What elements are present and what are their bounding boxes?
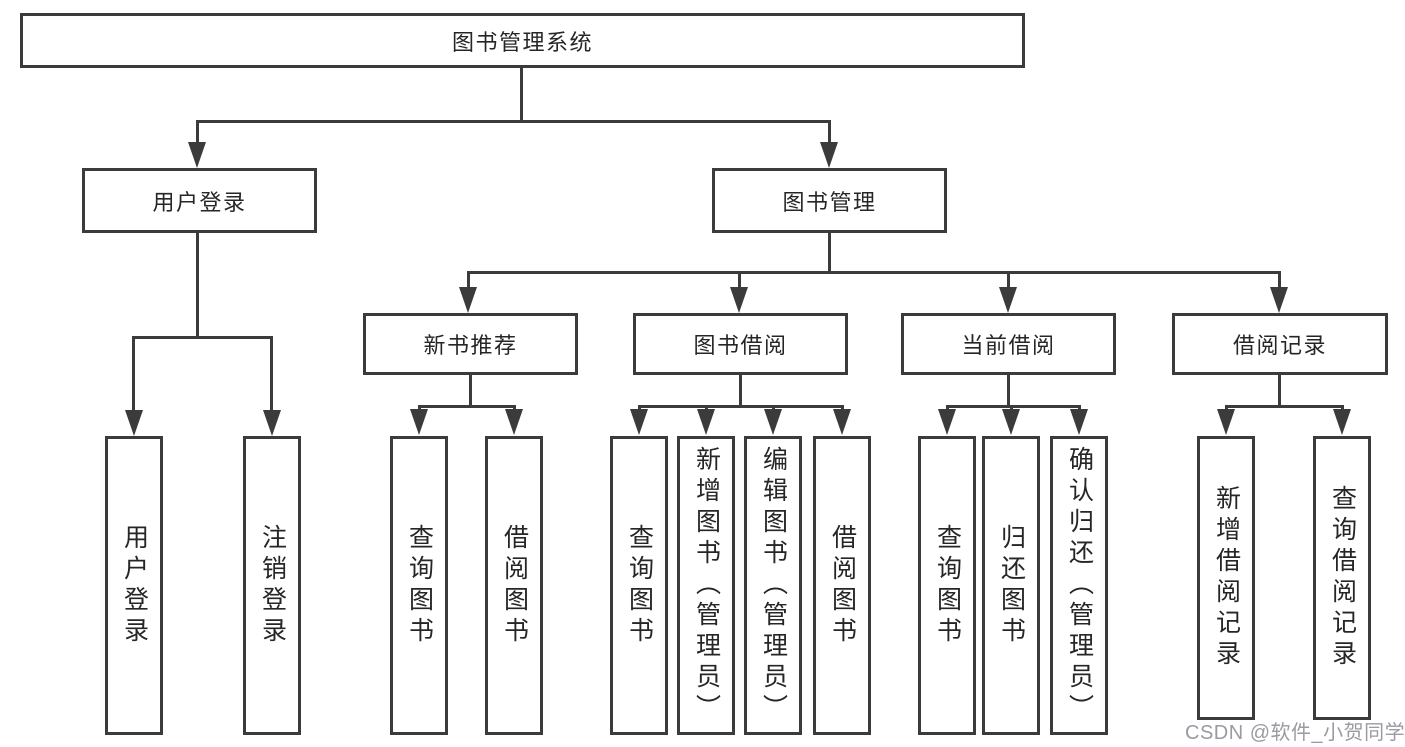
arrow-into-bb-edit: [764, 409, 782, 435]
arrow-into-nb-query: [410, 409, 428, 435]
edge-new-book-recommend-bar: [418, 405, 516, 408]
edge-drop-br-query: [1341, 405, 1344, 412]
node-book-borrowing: 图书借阅: [633, 313, 848, 375]
node-user-login-label: 用户登录: [152, 189, 247, 215]
arrow-into-current-borrowing: [999, 287, 1017, 313]
arrow-into-leaf-logout: [263, 410, 281, 436]
node-leaf-borrow-books-recommend-label: 借阅图书: [500, 523, 529, 648]
node-leaf-edit-book-admin-label: 编辑图书（管理员）: [759, 446, 788, 725]
edge-drop-cb-confirm: [1078, 405, 1081, 412]
edge-drop-bb-query: [638, 405, 641, 412]
node-leaf-query-books-current-label: 查询图书: [933, 523, 962, 648]
node-leaf-query-books-recommend-label: 查询图书: [405, 523, 434, 648]
edge-drop-borrowing-records: [1278, 271, 1281, 289]
arrow-into-borrowing-records: [1270, 287, 1288, 313]
arrow-into-br-add: [1217, 409, 1235, 435]
edge-book-borrowing-stem: [739, 375, 742, 407]
node-leaf-query-books-borrowing: 查询图书: [610, 436, 668, 735]
edge-drop-bb-edit: [772, 405, 775, 412]
arrow-into-book-borrowing: [730, 287, 748, 313]
arrow-into-nb-borrow: [505, 409, 523, 435]
node-leaf-edit-book-admin: 编辑图书（管理员）: [744, 436, 802, 735]
edge-book-management-stem: [828, 233, 831, 271]
edge-book-management-bar: [467, 271, 1281, 274]
node-current-borrowing: 当前借阅: [901, 313, 1116, 375]
node-leaf-return-book: 归还图书: [982, 436, 1040, 735]
edge-borrowing-records-bar: [1225, 405, 1344, 408]
edge-borrowing-records-stem: [1278, 375, 1281, 407]
node-leaf-confirm-return-admin: 确认归还（管理员）: [1050, 436, 1108, 735]
arrow-into-cb-confirm: [1070, 409, 1088, 435]
edge-drop-book-borrowing: [738, 271, 741, 289]
node-leaf-add-book-admin-label: 新增图书（管理员）: [692, 446, 721, 725]
node-leaf-add-book-admin: 新增图书（管理员）: [677, 436, 735, 735]
edge-root-stem: [520, 68, 523, 120]
node-leaf-query-borrow-record: 查询借阅记录: [1313, 436, 1371, 720]
arrow-into-book-management: [820, 142, 838, 168]
node-book-management-label: 图书管理: [782, 189, 877, 215]
node-borrowing-records-label: 借阅记录: [1232, 333, 1327, 358]
edge-drop-current-borrowing: [1007, 271, 1010, 289]
arrow-into-bb-query: [630, 409, 648, 435]
node-current-borrowing-label: 当前借阅: [961, 333, 1056, 358]
node-leaf-logout: 注销登录: [243, 436, 301, 735]
edge-user-login-stem: [196, 233, 199, 336]
edge-root-drop-user-login: [196, 120, 199, 144]
node-leaf-add-borrow-record-label: 新增借阅记录: [1212, 485, 1241, 671]
node-leaf-add-borrow-record: 新增借阅记录: [1197, 436, 1255, 720]
edge-drop-nb-borrow: [513, 405, 516, 412]
arrow-into-user-login: [188, 142, 206, 168]
edge-root-drop-book-management: [828, 120, 831, 144]
node-new-book-recommend: 新书推荐: [363, 313, 578, 375]
csdn-watermark: CSDN @软件_小贺同学: [1185, 722, 1405, 744]
node-leaf-query-borrow-record-label: 查询借阅记录: [1328, 485, 1357, 671]
edge-drop-leaf-logout: [270, 336, 273, 412]
node-book-management: 图书管理: [712, 168, 947, 233]
node-leaf-return-book-label: 归还图书: [997, 523, 1026, 648]
node-leaf-query-books-current: 查询图书: [918, 436, 976, 735]
edge-new-book-recommend-stem: [469, 375, 472, 407]
edge-book-borrowing-bar: [638, 405, 844, 408]
node-book-borrowing-label: 图书借阅: [693, 333, 788, 358]
edge-drop-cb-query: [946, 405, 949, 412]
edge-current-borrowing-bar: [946, 405, 1081, 408]
node-new-book-recommend-label: 新书推荐: [423, 333, 518, 358]
edge-drop-bb-add: [705, 405, 708, 412]
edge-drop-bb-borrow: [841, 405, 844, 412]
node-leaf-borrow-books-borrowing-label: 借阅图书: [828, 523, 857, 648]
node-leaf-borrow-books-recommend: 借阅图书: [485, 436, 543, 735]
arrow-into-bb-add: [697, 409, 715, 435]
node-leaf-confirm-return-admin-label: 确认归还（管理员）: [1065, 446, 1094, 725]
edge-user-login-bar: [132, 336, 273, 339]
arrow-into-leaf-user-login: [125, 410, 143, 436]
edge-root-bar: [197, 120, 831, 123]
node-user-login: 用户登录: [82, 168, 317, 233]
node-leaf-query-books-borrowing-label: 查询图书: [625, 523, 654, 648]
arrow-into-br-query: [1333, 409, 1351, 435]
node-leaf-borrow-books-borrowing: 借阅图书: [813, 436, 871, 735]
node-borrowing-records: 借阅记录: [1172, 313, 1388, 375]
edge-drop-br-add: [1225, 405, 1228, 412]
edge-drop-new-book-recommend: [467, 271, 470, 289]
arrow-into-new-book-recommend: [459, 287, 477, 313]
node-leaf-user-login-label: 用户登录: [120, 523, 149, 648]
arrow-into-cb-return: [1002, 409, 1020, 435]
arrow-into-cb-query: [938, 409, 956, 435]
edge-drop-cb-return: [1010, 405, 1013, 412]
node-leaf-query-books-recommend: 查询图书: [390, 436, 448, 735]
edge-drop-leaf-user-login: [132, 336, 135, 412]
node-leaf-logout-label: 注销登录: [258, 523, 287, 648]
node-book-management-system-label: 图书管理系统: [451, 29, 593, 55]
node-book-management-system: 图书管理系统: [20, 13, 1025, 68]
node-leaf-user-login: 用户登录: [105, 436, 163, 735]
arrow-into-bb-borrow: [833, 409, 851, 435]
edge-drop-nb-query: [418, 405, 421, 412]
edge-current-borrowing-stem: [1007, 375, 1010, 407]
